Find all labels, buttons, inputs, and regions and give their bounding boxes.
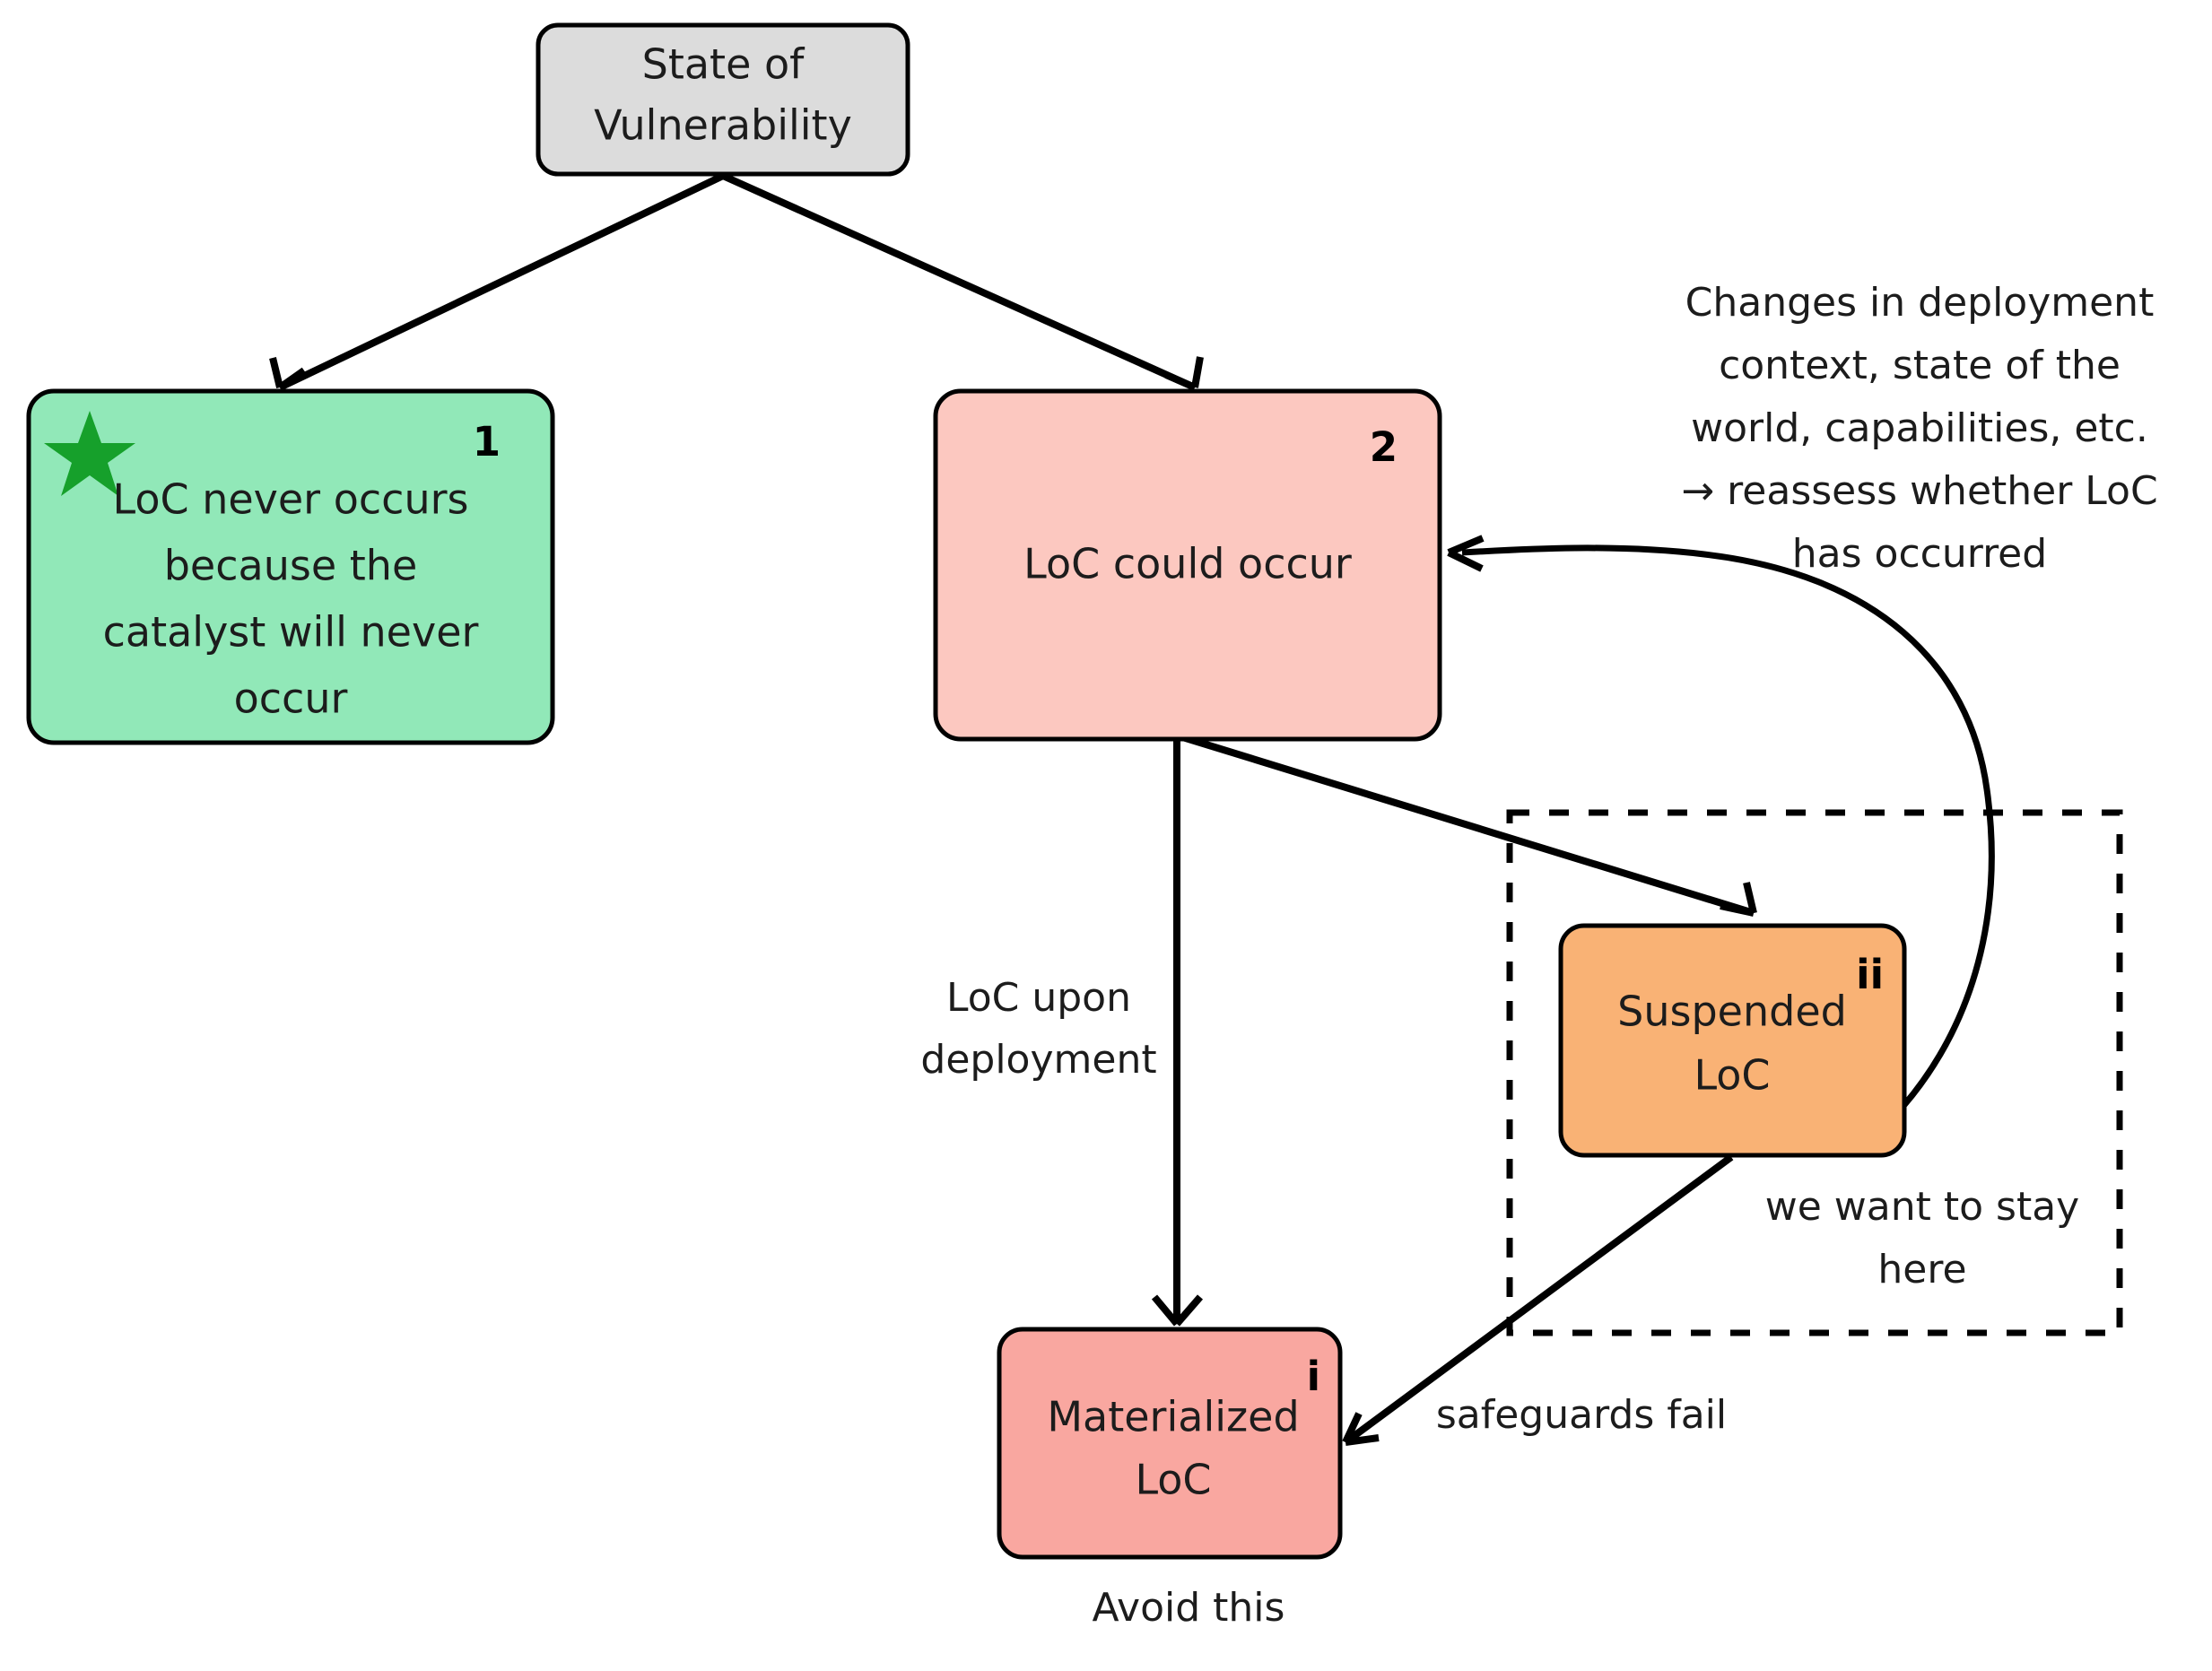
materialized-loc-label-line-2: LoC: [1135, 1456, 1211, 1504]
loc-never-occurs-box[interactable]: [26, 388, 555, 745]
edge-suspended-to-could-occur-loop: [1447, 535, 1995, 1109]
edge-label-safeguards-fail: safeguards fail: [1436, 1392, 1727, 1438]
edge-label-loc-upon-deployment: LoC upon deployment: [920, 975, 1156, 1083]
annotation-reassess-line-1: Changes in deployment: [1685, 280, 2155, 326]
loc-never-occurs-index: 1: [473, 418, 501, 466]
suspended-loc-box[interactable]: [1558, 923, 1907, 1158]
loc-could-occur-index: 2: [1370, 423, 1398, 471]
loc-never-occurs-label-line-1: LoC never occurs: [113, 475, 469, 524]
safeguards-fail-line-1: safeguards fail: [1436, 1392, 1727, 1438]
state-of-vulnerability-label-line-2: Vulnerability: [594, 101, 852, 150]
annotation-reassess-line-2: context, state of the: [1719, 343, 2121, 388]
node-materialized-loc[interactable]: i Materialized LoC: [997, 1327, 1343, 1560]
loc-upon-deployment-line-1: LoC upon: [946, 975, 1131, 1021]
materialized-loc-label-line-1: Materialized: [1047, 1393, 1299, 1441]
annotation-stay-here-line-2: here: [1877, 1247, 1966, 1292]
annotation-avoid-this-line-1: Avoid this: [1093, 1585, 1285, 1631]
annotation-avoid-this: Avoid this: [1093, 1585, 1285, 1631]
loc-upon-deployment-line-2: deployment: [920, 1037, 1156, 1083]
node-loc-never-occurs[interactable]: 1 LoC never occurs because the catalyst …: [26, 388, 555, 745]
suspended-loc-index: ii: [1856, 951, 1884, 998]
loc-never-occurs-label-line-2: because the: [164, 542, 418, 590]
edge-suspended-to-materialized: [1342, 1153, 1734, 1446]
edge-vulnerability-to-could-occur: [721, 172, 1204, 391]
node-suspended-loc[interactable]: ii Suspended LoC: [1558, 923, 1907, 1158]
edge-could-occur-to-materialized: [1151, 735, 1204, 1327]
node-state-of-vulnerability[interactable]: State of Vulnerability: [536, 22, 910, 177]
suspended-loc-label-line-2: LoC: [1694, 1051, 1770, 1100]
star-icon: [44, 411, 135, 496]
materialized-loc-index: i: [1307, 1353, 1320, 1400]
desired-state-region: [1506, 809, 2123, 1336]
state-of-vulnerability-box[interactable]: [536, 22, 910, 177]
materialized-loc-box[interactable]: [997, 1327, 1343, 1560]
edge-could-occur-to-suspended: [1175, 732, 1757, 917]
loc-could-occur-box[interactable]: [933, 388, 1442, 742]
suspended-loc-label-line-1: Suspended: [1617, 988, 1847, 1036]
annotation-stay-here: we want to stay here: [1765, 1184, 2079, 1292]
annotation-reassess-line-3: world, capabilities, etc.: [1691, 405, 2148, 451]
node-loc-could-occur[interactable]: 2 LoC could occur: [933, 388, 1442, 742]
state-of-vulnerability-label-line-1: State of: [642, 40, 806, 89]
edge-vulnerability-to-never-occurs: [269, 172, 725, 391]
loc-never-occurs-label-line-4: occur: [234, 674, 348, 723]
loc-never-occurs-label-line-3: catalyst will never: [103, 608, 479, 657]
loc-could-occur-label: LoC could occur: [1023, 540, 1352, 588]
annotation-reassess-line-4: → reassess whether LoC: [1681, 468, 2157, 514]
annotation-stay-here-line-1: we want to stay: [1765, 1184, 2079, 1230]
annotation-reassess-line-5: has occurred: [1792, 531, 2047, 577]
annotation-reassess: Changes in deployment context, state of …: [1681, 280, 2157, 577]
